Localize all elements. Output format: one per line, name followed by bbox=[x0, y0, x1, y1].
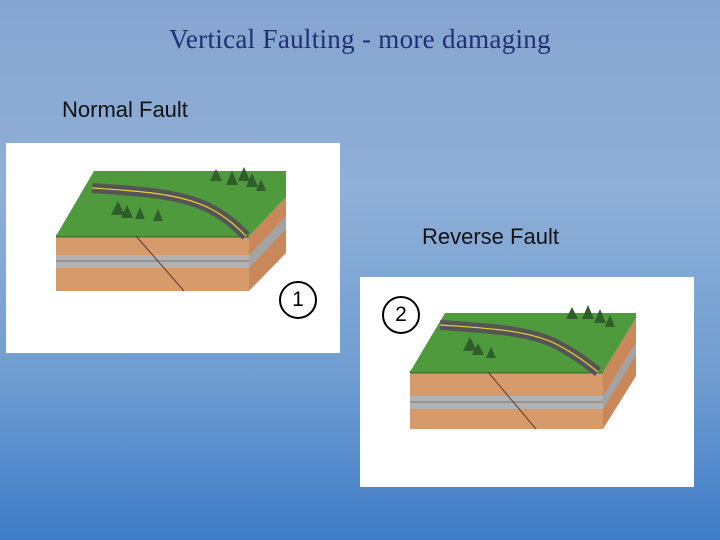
normal-fault-label: Normal Fault bbox=[62, 97, 188, 123]
normal-fault-diagram bbox=[6, 143, 340, 353]
slide-title: Vertical Faulting - more damaging bbox=[0, 24, 720, 55]
normal-fault-block-illustration bbox=[6, 143, 340, 353]
diagram-number-2-badge: 2 bbox=[382, 296, 420, 334]
diagram-number-1-badge: 1 bbox=[279, 281, 317, 319]
reverse-fault-label: Reverse Fault bbox=[422, 224, 559, 250]
